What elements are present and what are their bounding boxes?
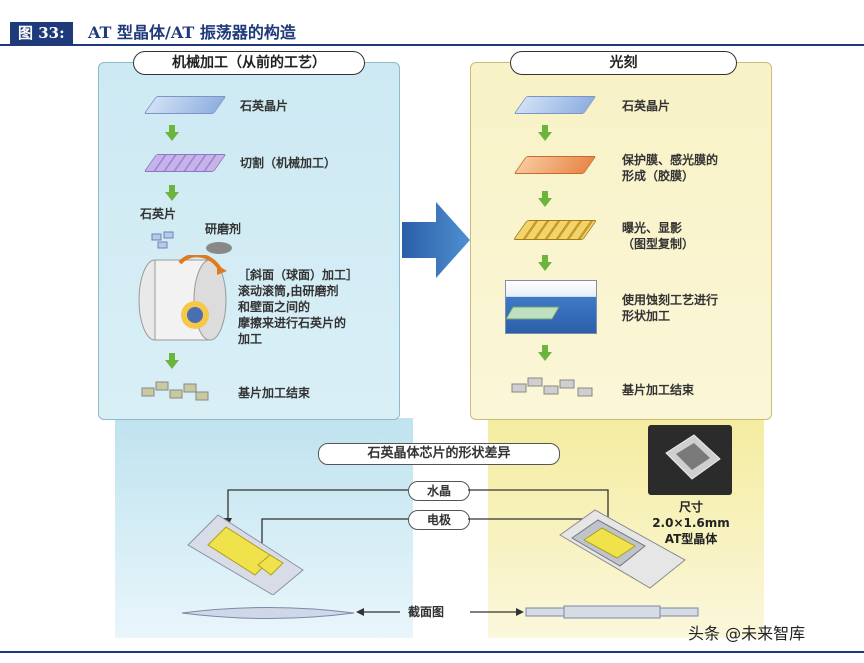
- left-step-wafer: 石英晶片: [240, 99, 289, 113]
- down-arrow-icon: [165, 125, 179, 141]
- quartz-pieces-image: [150, 230, 180, 250]
- left-step-quartz-piece: 石英片: [140, 207, 177, 221]
- left-step-cutting: 切割（机械加工）: [240, 156, 337, 170]
- photolithography-title: 光刻: [510, 51, 737, 75]
- right-step-exposure: 曝光、显影 （图型复制）: [622, 221, 695, 251]
- down-arrow-icon: [538, 125, 552, 141]
- product-size-caption: 尺寸 2.0×1.6mm AT型晶体: [652, 500, 730, 546]
- cut-wafer-image: [143, 154, 227, 172]
- right-step-resist: 保护膜、感光膜的 形成（胶膜）: [622, 153, 719, 183]
- down-arrow-icon: [165, 185, 179, 201]
- figure-header: 图 33: AT 型晶体/AT 振荡器的构造: [0, 0, 864, 46]
- resist-coated-wafer-image: [513, 156, 597, 174]
- shape-difference-title: 石英晶体芯片的形状差异: [318, 443, 560, 465]
- crystal-product-photo: [648, 425, 732, 495]
- barrel-process-description: ［斜面（球面）加工］ 滚动滚筒,由研磨剂 和壁面之间的 摩擦来进行石英片的 加工: [238, 268, 359, 346]
- quartz-wafer-image: [143, 96, 227, 114]
- figure-title: AT 型晶体/AT 振荡器的构造: [88, 23, 296, 42]
- cross-section-label: 截面图: [408, 605, 445, 619]
- photolithography-chip-image: [550, 500, 690, 595]
- exposed-wafer-image: [512, 220, 598, 240]
- etching-tank-image: [505, 280, 597, 334]
- photolithography-panel: [470, 62, 772, 420]
- finished-pieces-image: [510, 374, 600, 402]
- right-step-wafer: 石英晶片: [622, 99, 671, 113]
- down-arrow-icon: [538, 345, 552, 361]
- quartz-wafer-image: [513, 96, 597, 114]
- mechanical-process-title: 机械加工（从前的工艺）: [133, 51, 365, 75]
- abrasive-image: [206, 242, 232, 254]
- figure-number: 图 33:: [10, 22, 73, 44]
- down-arrow-icon: [538, 191, 552, 207]
- right-arrow-icon: [402, 200, 472, 280]
- watermark-text: 头条 @未来智库: [688, 624, 806, 643]
- rolling-drum-image: [135, 253, 230, 345]
- right-process-end: 基片加工结束: [622, 383, 695, 397]
- left-process-end: 基片加工结束: [238, 386, 311, 400]
- mechanical-process-panel: [98, 62, 400, 420]
- right-step-etching: 使用蚀刻工艺进行 形状加工: [622, 293, 719, 323]
- down-arrow-icon: [538, 255, 552, 271]
- finished-pieces-image: [140, 378, 210, 406]
- electrode-label: 电极: [408, 510, 470, 530]
- footer-divider: [0, 651, 864, 653]
- mechanical-cross-section: [180, 605, 356, 619]
- crystal-label: 水晶: [408, 481, 470, 501]
- photolithography-cross-section: [524, 604, 700, 620]
- down-arrow-icon: [165, 353, 179, 369]
- mechanical-chip-image: [178, 505, 308, 596]
- abrasive-label: 研磨剂: [205, 222, 242, 236]
